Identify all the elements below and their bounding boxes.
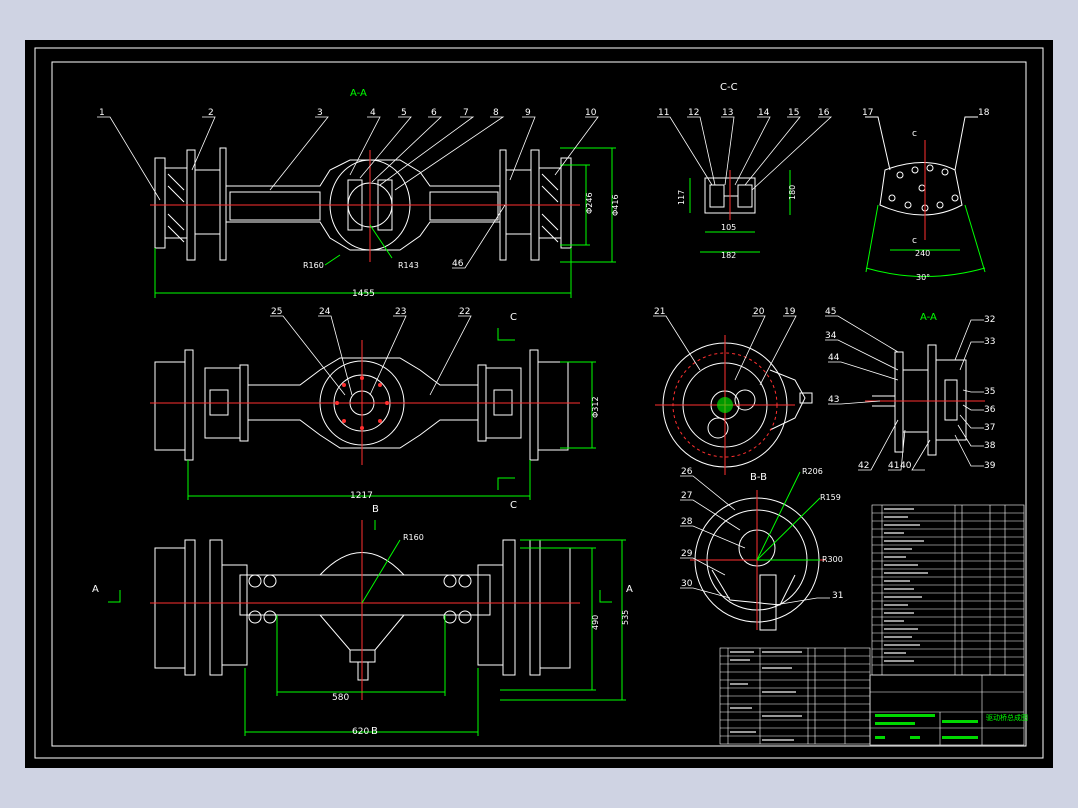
parts-list-lower — [719, 647, 871, 745]
balloon-30: 30 — [681, 579, 693, 589]
balloon-10: 10 — [585, 108, 597, 118]
dim-490: 490 — [591, 615, 600, 630]
balloon-38: 38 — [984, 441, 996, 451]
dim-1455: 1455 — [352, 289, 375, 299]
sheet-title: 驱动桥总成图 — [986, 713, 1028, 722]
balloon-46: 46 — [452, 259, 464, 269]
section-b-upper: B — [372, 504, 379, 515]
balloon-22: 22 — [459, 307, 470, 317]
balloon-23: 23 — [395, 307, 406, 317]
inner-frame — [51, 61, 1027, 747]
section-c-upper: C — [510, 312, 517, 323]
view-title-bb: B-B — [750, 472, 767, 483]
title-block — [869, 674, 1025, 746]
view-title-cc: C-C — [720, 82, 738, 93]
balloon-3: 3 — [317, 108, 323, 118]
balloon-34: 34 — [825, 331, 837, 341]
dim-r160-bottom: R160 — [403, 533, 424, 542]
dim-580: 580 — [332, 693, 349, 703]
balloon-13: 13 — [722, 108, 733, 118]
dim-240: 240 — [915, 249, 930, 258]
balloon-11: 11 — [658, 108, 669, 118]
balloon-leaders-top — [97, 116, 599, 269]
balloon-15: 15 — [788, 108, 799, 118]
dim-180: 180 — [788, 185, 797, 200]
balloon-12: 12 — [688, 108, 699, 118]
dim-1217: 1217 — [350, 491, 373, 501]
dim-r206: R206 — [802, 467, 823, 476]
balloon-1: 1 — [99, 108, 105, 118]
balloon-7: 7 — [463, 108, 469, 118]
balloon-32: 32 — [984, 315, 995, 325]
aa-right-section — [872, 344, 967, 456]
dim-105: 105 — [721, 223, 736, 232]
view-title-aa-top: A-A — [350, 88, 367, 99]
balloon-40: 40 — [900, 461, 912, 471]
balloon-5: 5 — [401, 108, 407, 118]
dim-620: 620 — [352, 727, 369, 737]
balloon-6: 6 — [431, 108, 437, 118]
balloon-31: 31 — [832, 591, 843, 601]
top-section-view — [154, 147, 572, 261]
balloon-26: 26 — [681, 467, 693, 477]
balloon-33: 33 — [984, 337, 995, 347]
section-c-lower: C — [510, 500, 517, 511]
dim-d246: Φ246 — [585, 192, 594, 214]
section-c-small-bottom: c — [912, 236, 917, 246]
fan-detail — [865, 116, 978, 216]
balloon-36: 36 — [984, 405, 996, 415]
dim-d416: Φ416 — [611, 194, 620, 216]
balloon-16: 16 — [818, 108, 830, 118]
section-a-right: A — [626, 584, 633, 595]
balloon-41: 41 — [888, 461, 899, 471]
balloon-21: 21 — [654, 307, 665, 317]
balloon-44: 44 — [828, 353, 840, 363]
balloon-4: 4 — [370, 108, 376, 118]
dim-r159: R159 — [820, 493, 841, 502]
section-c-small-top: c — [912, 129, 917, 139]
balloon-42: 42 — [858, 461, 869, 471]
balloon-25: 25 — [271, 307, 282, 317]
view-title-aa-right: A-A — [920, 312, 937, 323]
dim-d312: Φ312 — [591, 396, 600, 418]
balloon-24: 24 — [319, 307, 331, 317]
balloon-45: 45 — [825, 307, 836, 317]
dim-r300: R300 — [822, 555, 843, 564]
section-b-lower: B — [371, 726, 378, 737]
balloon-19: 19 — [784, 307, 796, 317]
balloon-35: 35 — [984, 387, 995, 397]
drawing-sheet[interactable]: 1455 R160 R143 Φ246 Φ416 A-A — [25, 40, 1053, 768]
balloon-2: 2 — [208, 108, 214, 118]
balloon-14: 14 — [758, 108, 770, 118]
dim-117: 117 — [677, 190, 686, 205]
drawing-canvas: 1455 R160 R143 Φ246 Φ416 A-A — [34, 47, 1044, 759]
dim-535: 535 — [621, 610, 630, 625]
balloon-20: 20 — [753, 307, 765, 317]
balloon-8: 8 — [493, 108, 499, 118]
dim-182: 182 — [721, 251, 736, 260]
balloon-29: 29 — [681, 549, 693, 559]
balloon-27: 27 — [681, 491, 692, 501]
dim-r160-top: R160 — [303, 261, 324, 270]
dim-30deg: 30° — [916, 273, 930, 282]
balloon-17: 17 — [862, 108, 873, 118]
balloon-37: 37 — [984, 423, 995, 433]
section-a-left: A — [92, 584, 99, 595]
balloon-43: 43 — [828, 395, 839, 405]
dim-r143: R143 — [398, 261, 419, 270]
balloon-9: 9 — [525, 108, 531, 118]
balloon-28: 28 — [681, 517, 693, 527]
outer-frame — [34, 47, 1044, 759]
balloon-18: 18 — [978, 108, 990, 118]
balloon-39: 39 — [984, 461, 996, 471]
